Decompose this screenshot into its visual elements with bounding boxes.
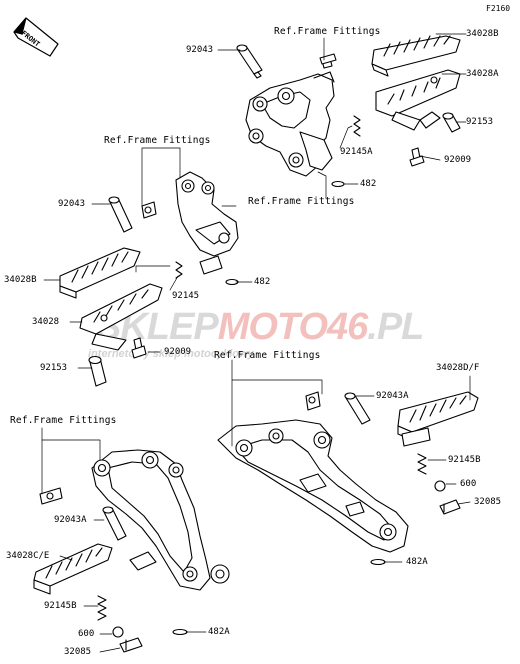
spring-92145-left xyxy=(175,261,183,279)
label-34028D-F: 34028D/F xyxy=(436,363,480,373)
ball-600-left xyxy=(112,626,124,638)
spring-92145A xyxy=(353,115,361,137)
label-600-left: 600 xyxy=(78,629,95,639)
label-34028B-right: 34028B xyxy=(466,29,499,39)
footpeg-34028C-E xyxy=(33,543,113,595)
ball-600-right xyxy=(434,480,446,492)
front-arrow-icon xyxy=(13,17,59,57)
label-482-left: 482 xyxy=(254,277,271,287)
pin-92043A-left xyxy=(102,506,127,541)
watermark-tagline: internetowy sklep motocyklowy xyxy=(88,348,254,360)
label-92043-top: 92043 xyxy=(186,45,214,55)
bolt-top-ref xyxy=(319,53,337,69)
figure-code: F2160 xyxy=(486,4,511,13)
label-92009-left: 92009 xyxy=(164,347,192,357)
label-92009-right: 92009 xyxy=(444,155,472,165)
ref-label-top: Ref.Frame Fittings xyxy=(274,26,381,37)
watermark-brand-part2: MOTO46 xyxy=(217,306,369,348)
label-92043A-left: 92043A xyxy=(54,515,87,525)
label-32085-left: 32085 xyxy=(64,647,92,657)
bolt-lower-right-ref xyxy=(305,391,321,411)
footpeg-rubber-34028B-right xyxy=(371,35,461,77)
label-92043-left: 92043 xyxy=(58,199,86,209)
label-92145-left: 92145 xyxy=(172,291,200,301)
lower-right-bracket xyxy=(217,419,409,553)
ref-label-lower-right: Ref.Frame Fittings xyxy=(214,350,321,361)
ref-label-top-right-bracket: Ref.Frame Fittings xyxy=(248,196,355,207)
pin-92043-left xyxy=(108,196,133,233)
label-482A-right: 482A xyxy=(406,557,428,567)
plate-32085-right xyxy=(439,499,461,515)
watermark-brand-suffix: .PL xyxy=(367,306,424,348)
label-34028C-E: 34028C/E xyxy=(6,551,50,561)
footpeg-34028A xyxy=(375,69,461,131)
plate-32085-left xyxy=(119,637,143,653)
bolt-92153-right xyxy=(442,112,461,133)
spring-92145B-right xyxy=(417,453,427,475)
label-32085-right: 32085 xyxy=(474,497,502,507)
screw-92009-right xyxy=(409,147,425,167)
label-482A-left: 482A xyxy=(208,627,230,637)
label-34028A: 34028A xyxy=(466,69,499,79)
bolt-middle-left xyxy=(141,201,157,219)
ref-label-lower-left: Ref.Frame Fittings xyxy=(10,415,117,426)
spring-92145B-left xyxy=(97,595,107,621)
footpeg-34028 xyxy=(79,283,163,351)
label-92043A-right: 92043A xyxy=(376,391,409,401)
label-600-right: 600 xyxy=(460,479,477,489)
pin-482A-right xyxy=(370,558,386,566)
ref-label-middle-left: Ref.Frame Fittings xyxy=(104,135,211,146)
lower-left-bracket xyxy=(91,449,230,591)
bolt-lower-left-ref xyxy=(39,487,63,505)
pin-92043A-right xyxy=(344,392,371,425)
pin-482-top xyxy=(331,180,345,188)
footpeg-34028D-F xyxy=(397,391,479,447)
label-92153-left: 92153 xyxy=(40,363,68,373)
screw-92009-left xyxy=(131,337,147,359)
label-92145B-left: 92145B xyxy=(44,601,77,611)
footpeg-rubber-34028B-left xyxy=(59,247,141,299)
middle-left-bracket xyxy=(175,171,239,275)
label-34028B-left: 34028B xyxy=(4,275,37,285)
label-92145A: 92145A xyxy=(340,147,373,157)
label-92153-right: 92153 xyxy=(466,117,494,127)
label-482-top: 482 xyxy=(360,179,377,189)
upper-right-bracket xyxy=(245,71,335,177)
label-34028: 34028 xyxy=(32,317,60,327)
label-92145B-right: 92145B xyxy=(448,455,481,465)
bolt-92153-left xyxy=(88,355,107,387)
pin-482A-left xyxy=(172,628,188,636)
leader-lines xyxy=(41,33,471,653)
pin-92043-top xyxy=(236,44,263,79)
